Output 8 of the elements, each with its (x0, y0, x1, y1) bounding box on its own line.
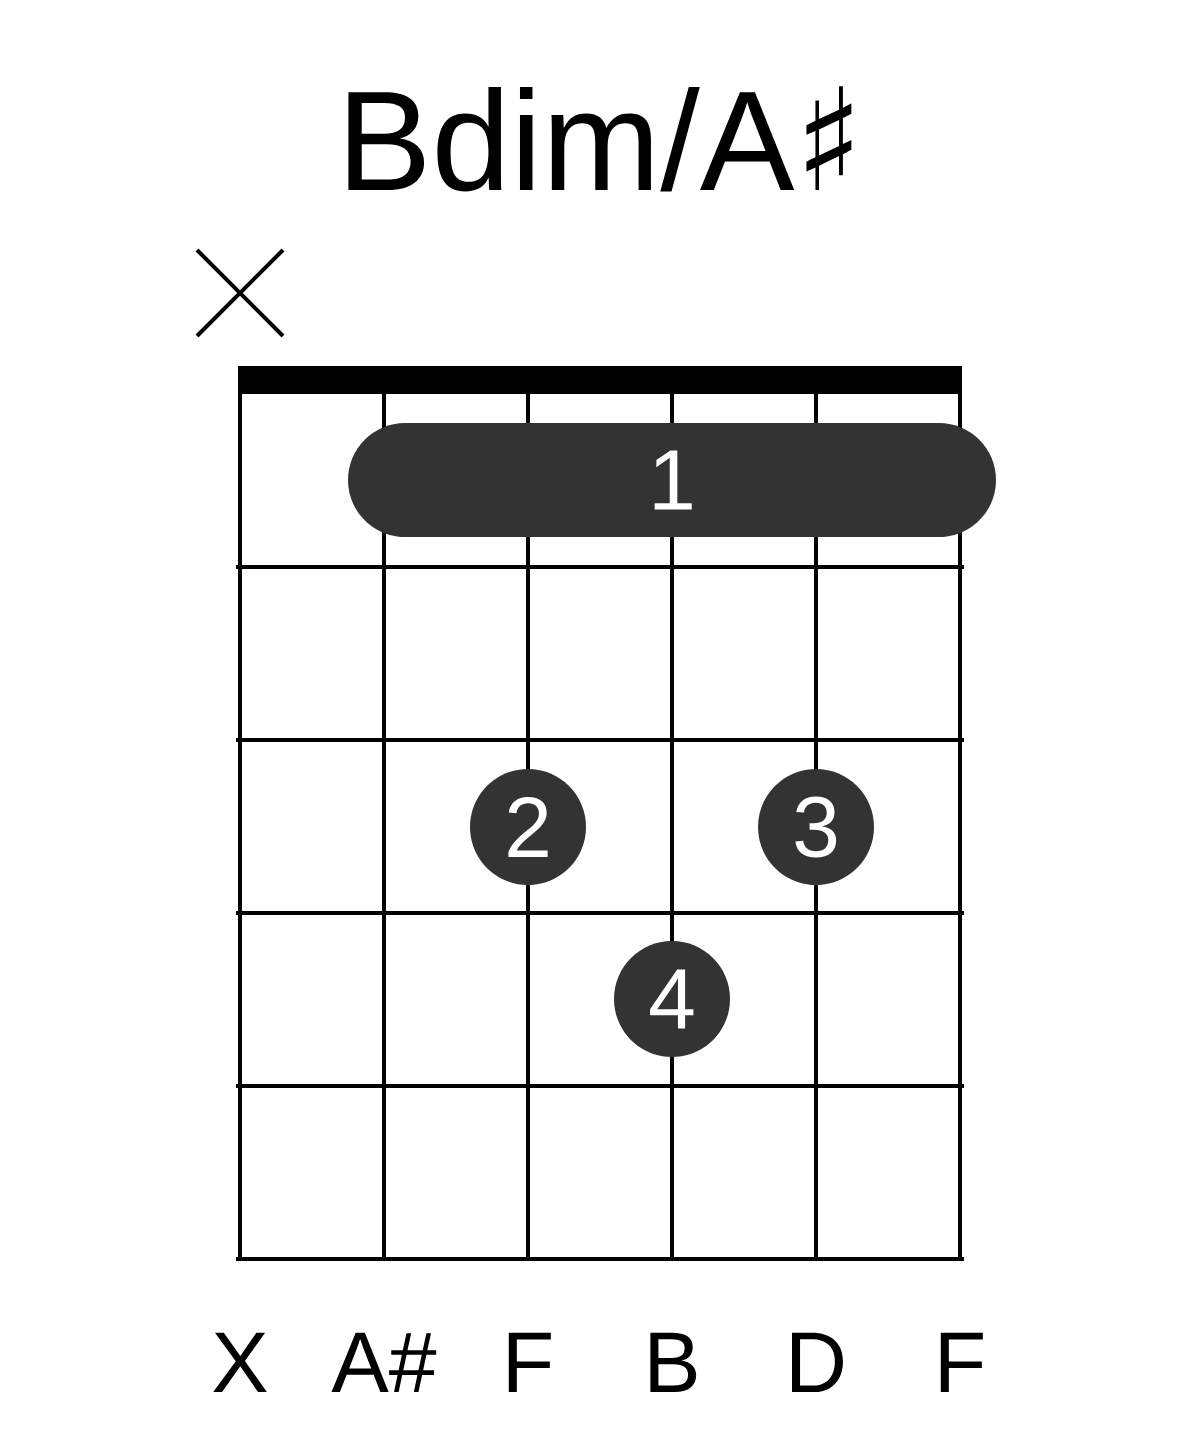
string-note-label: X (213, 1332, 267, 1392)
barre-bar: 1 (348, 423, 996, 537)
string-note-label: B (650, 1332, 697, 1392)
string-note-label: D (792, 1332, 843, 1392)
chord-title: Bdim/A♯ (348, 86, 852, 192)
string-note-label: A# (331, 1332, 437, 1392)
string-note-label: F (508, 1332, 551, 1392)
string-note-label: F (940, 1332, 983, 1392)
